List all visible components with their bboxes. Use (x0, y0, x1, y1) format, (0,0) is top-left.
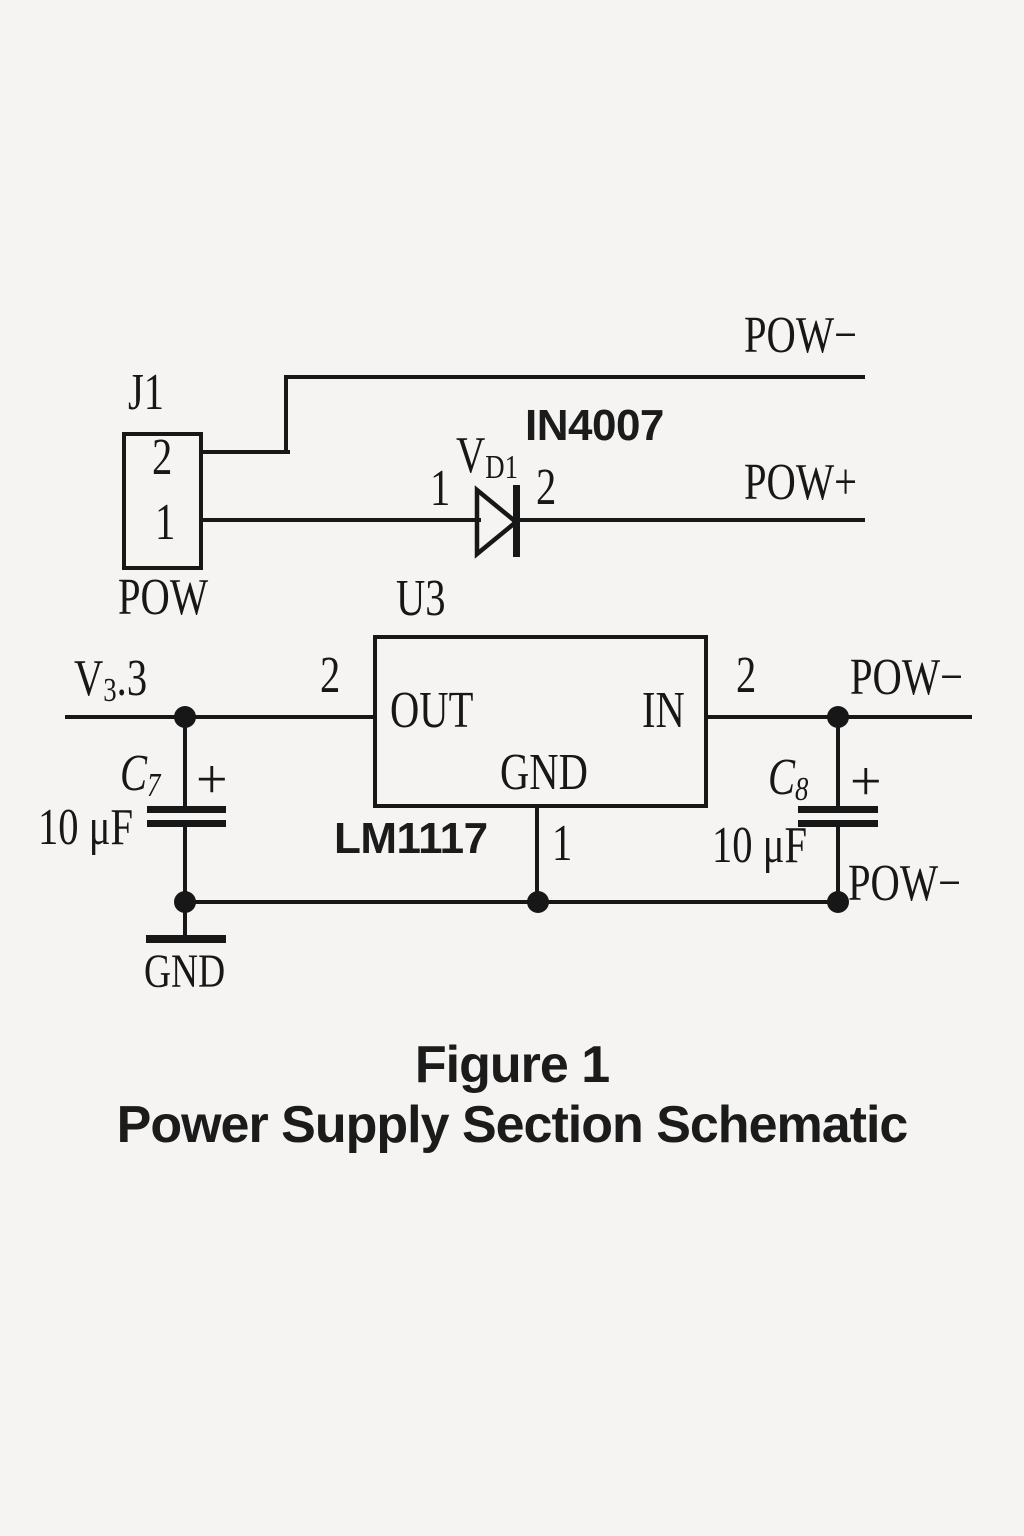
c7-ref-label: C7 (120, 745, 161, 805)
net-label-pow-minus-top: POW− (744, 307, 858, 364)
j1-pin2-number: 2 (152, 429, 173, 486)
junction-dot-c7-bottom (174, 891, 196, 913)
diode-pin1-number: 1 (430, 460, 451, 517)
junction-dot-v33 (174, 706, 196, 728)
c8-value-label: 10 μF (712, 817, 808, 874)
wire-j1-pin2-horizontal (203, 450, 290, 454)
u3-pin2-right-number: 2 (736, 647, 757, 704)
junction-dot-c8-bottom (827, 891, 849, 913)
ground-label: GND (144, 945, 226, 998)
u3-out-pin-label: OUT (390, 682, 474, 739)
junction-dot-in (827, 706, 849, 728)
wire-c7-top-lead (183, 715, 187, 808)
junction-dot-gnd-pin (527, 891, 549, 913)
wire-pow-plus-left (203, 518, 481, 522)
u3-pin2-left-number: 2 (320, 647, 341, 704)
diode-part-label: IN4007 (525, 401, 664, 450)
j1-pin1-number: 1 (155, 494, 176, 551)
j1-ref-label: J1 (128, 364, 165, 421)
c7-value-label: 10 μF (38, 799, 134, 856)
diode-ref-label: VD1 (456, 427, 519, 487)
wire-pow-plus-right (512, 518, 865, 522)
u3-pin1-number: 1 (552, 815, 573, 872)
wire-c8-bottom-lead (836, 824, 840, 902)
wire-j1-pin2-vertical (284, 375, 288, 454)
ground-bar (146, 935, 226, 943)
figure-caption-line1: Figure 1 (414, 1036, 610, 1094)
c8-top-plate (798, 806, 878, 813)
u3-ref-label: U3 (396, 570, 446, 627)
diode-symbol (474, 485, 520, 559)
c8-polarity-plus: + (850, 751, 882, 813)
net-label-pow-plus: POW+ (744, 454, 858, 511)
net-label-pow-minus-in: POW− (850, 649, 964, 706)
wire-bottom-rail (183, 900, 840, 904)
j1-name-label: POW (118, 569, 209, 626)
wire-pow-minus-top (286, 375, 865, 379)
wire-u3-gnd-pin (535, 806, 539, 902)
u3-in-pin-label: IN (642, 682, 685, 739)
c7-top-plate (147, 806, 226, 813)
c8-ref-label: C8 (768, 749, 809, 809)
figure-caption-line2: Power Supply Section Schematic (116, 1096, 909, 1154)
net-label-pow-minus-bottom: POW− (848, 855, 962, 912)
wire-ground-stem (183, 900, 187, 937)
c7-bottom-plate (147, 820, 226, 827)
net-label-v33: V3.3 (74, 650, 148, 710)
u3-regulator-box (373, 635, 708, 808)
wire-v33-out (65, 715, 375, 719)
c8-bottom-plate (798, 820, 878, 827)
figure-caption: Figure 1 Power Supply Section Schematic (0, 1035, 1024, 1155)
j1-connector-box (122, 432, 203, 570)
diode-pin2-number: 2 (536, 459, 557, 516)
wire-c8-top-lead (836, 715, 840, 808)
c7-polarity-plus: + (196, 749, 228, 811)
u3-gnd-pin-label: GND (500, 744, 588, 801)
wire-c7-bottom-lead (183, 824, 187, 902)
u3-part-label: LM1117 (334, 814, 488, 863)
